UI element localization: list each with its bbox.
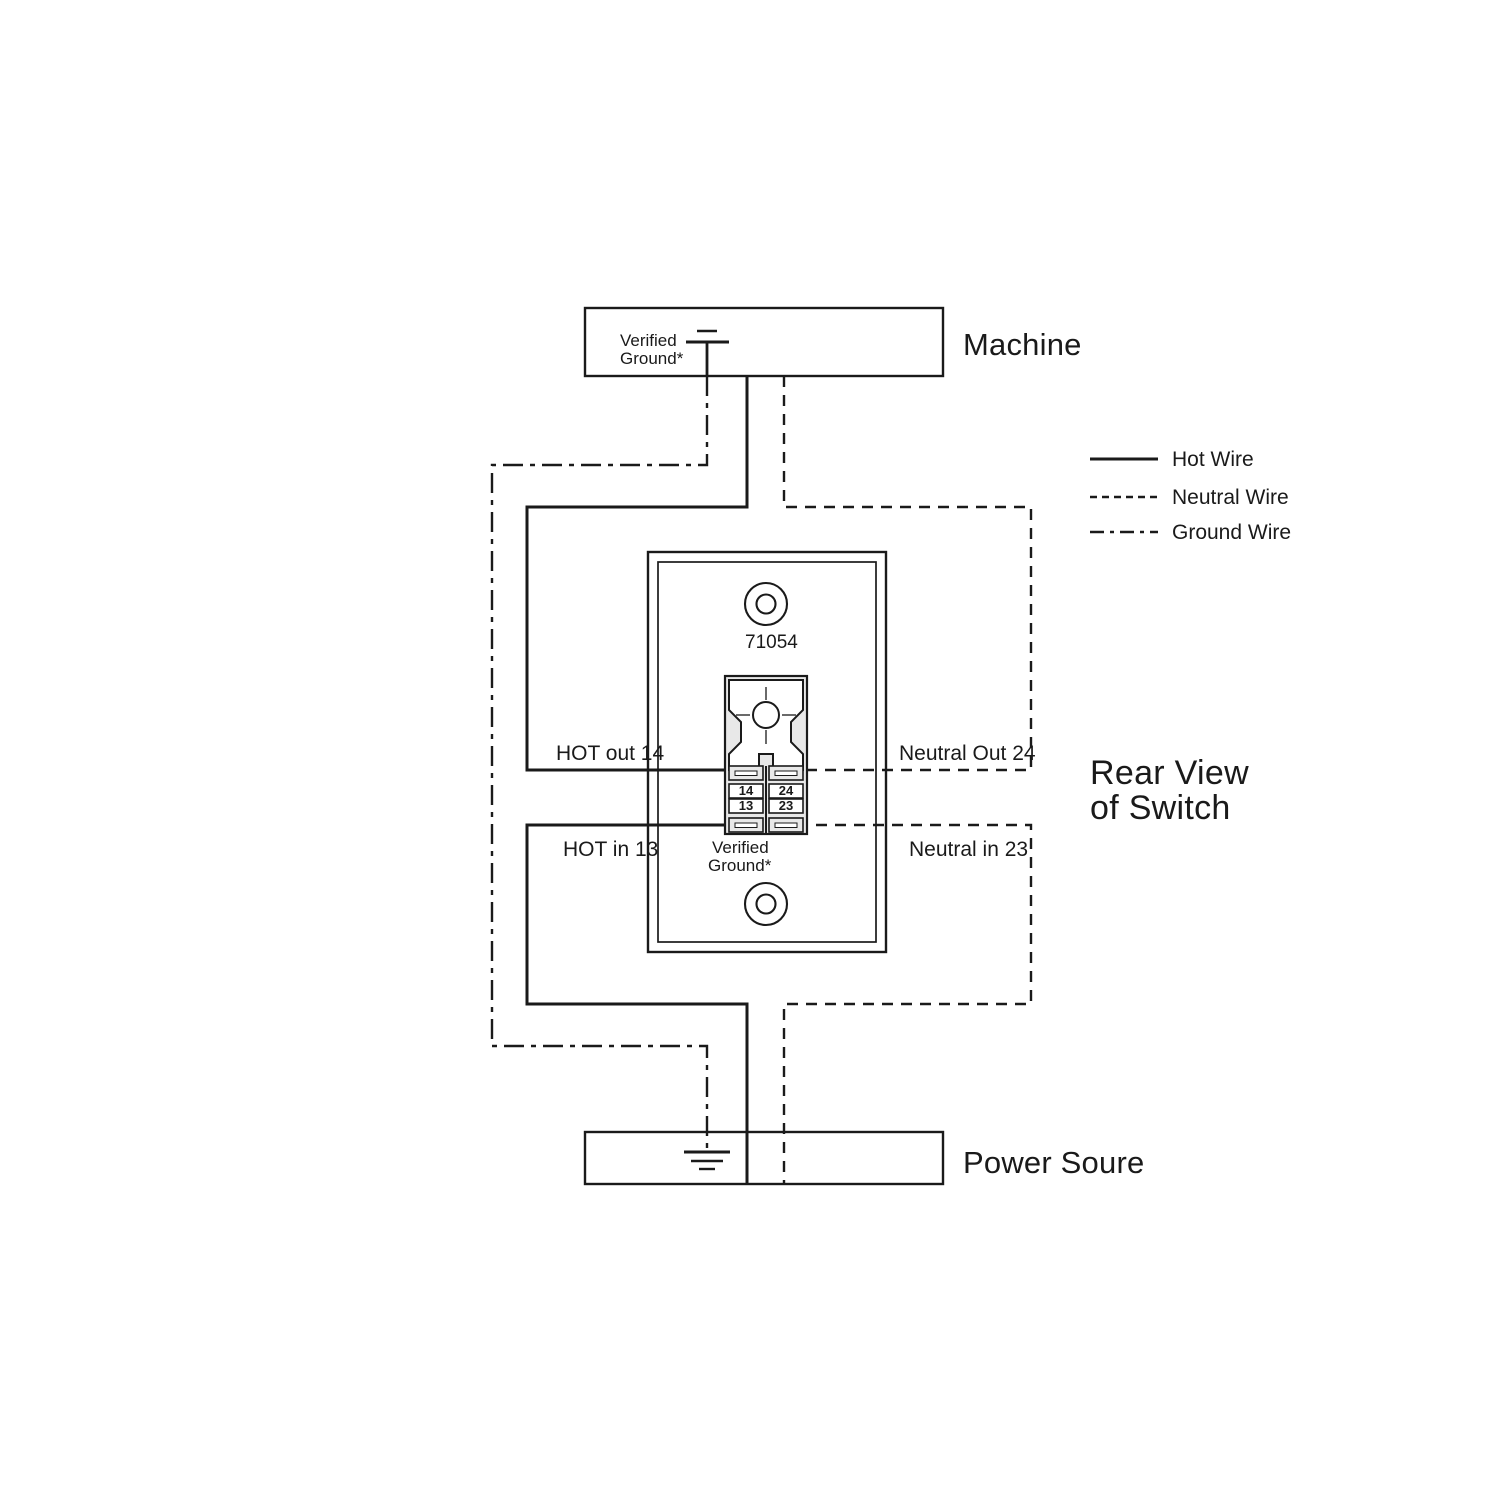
terminal-label-23: 23: [778, 798, 794, 814]
mounting-screw-bottom-icon: [743, 881, 789, 927]
neutral-in-label: Neutral in 23: [909, 838, 1029, 861]
terminal-label-boxes: [728, 783, 804, 814]
machine-ground-icon: [686, 329, 729, 376]
hot-in-label: HOT in 13: [563, 838, 659, 861]
terminal-slot-group-bottom: [728, 817, 804, 833]
switch-ground-note-line1: Verified: [712, 838, 769, 857]
terminal-label-14: 14: [738, 783, 754, 799]
neutral-out-label: Neutral Out 24: [899, 742, 1036, 765]
legend-label-hot-wire: Hot Wire: [1172, 448, 1254, 471]
switch-plate-inner: [657, 561, 877, 943]
hot-out-label: HOT out 14: [556, 742, 665, 765]
rear-view-title-line2: of Switch: [1090, 789, 1231, 827]
ground-wire-path: [490, 376, 709, 1152]
mounting-screw-top-icon: [743, 581, 789, 627]
rear-view-title-line1: Rear View: [1090, 754, 1249, 792]
legend-label-neutral-wire: Neutral Wire: [1172, 486, 1289, 509]
machine-box: [583, 306, 945, 378]
switch-ground-note-line2: Ground*: [708, 856, 772, 875]
yoke-center-hole-icon: [752, 701, 780, 729]
terminal-label-24: 24: [778, 783, 794, 799]
switch-part-number: 71054: [745, 632, 798, 653]
power-source-box: [583, 1130, 945, 1186]
machine-ground-note-line1: Verified: [620, 331, 677, 350]
machine-label: Machine: [963, 327, 1082, 362]
legend-label-ground-wire: Ground Wire: [1172, 521, 1292, 544]
hot-wire-path: [525, 376, 749, 1184]
power-source-label: Power Soure: [963, 1145, 1145, 1180]
power-source-ground-icon: [684, 1150, 730, 1171]
terminal-slot-group-top: [728, 765, 804, 781]
terminal-label-13: 13: [738, 798, 754, 814]
machine-ground-note-line2: Ground*: [620, 349, 684, 368]
neutral-wire-path: [782, 376, 1033, 1184]
